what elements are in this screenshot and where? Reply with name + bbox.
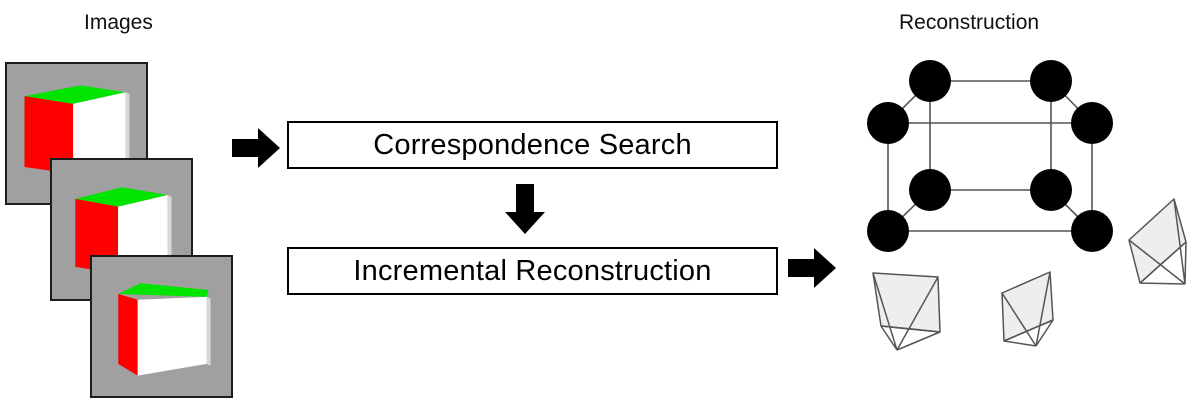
camera-frustum-left <box>872 272 941 351</box>
cube-top-face <box>118 283 209 297</box>
point-front-bottom-left <box>909 169 951 211</box>
cube-wireframe-edges <box>887 80 1093 232</box>
reconstruction-scene <box>840 45 1200 406</box>
cube-left-face <box>118 293 138 376</box>
point-back-bottom-right <box>1071 210 1113 252</box>
camera-frustum-mid <box>1001 271 1054 347</box>
image-frame-3[interactable] <box>90 255 233 398</box>
cube-edge-shade <box>206 296 211 366</box>
cube-edge-shade <box>167 194 172 267</box>
images-section-title: Images <box>84 11 153 34</box>
cube-edge-shade <box>125 92 130 166</box>
correspondence-search-label: Correspondence Search <box>373 128 692 161</box>
arrow-incremental-to-reconstruction <box>788 248 836 288</box>
point-back-bottom-left <box>867 210 909 252</box>
cube-render-2 <box>75 187 172 274</box>
point-front-bottom-right <box>1030 169 1072 211</box>
camera-frustum-right <box>1128 198 1187 285</box>
cube-render-1 <box>24 85 130 174</box>
incremental-reconstruction-box[interactable]: Incremental Reconstruction <box>287 247 778 295</box>
cube-render-3 <box>118 283 211 376</box>
cube-right-face <box>137 296 207 376</box>
cube-right-face <box>73 92 126 174</box>
point-front-top-left <box>909 60 951 102</box>
incremental-reconstruction-label: Incremental Reconstruction <box>353 254 712 287</box>
cube-wireframe-points <box>867 60 1113 252</box>
point-front-top-right <box>1030 60 1072 102</box>
correspondence-search-box[interactable]: Correspondence Search <box>287 121 778 169</box>
arrow-images-to-correspondence <box>232 128 280 168</box>
cube-right-face <box>118 194 168 274</box>
cube-left-face <box>24 96 74 174</box>
point-back-top-right <box>1071 102 1113 144</box>
arrow-correspondence-to-incremental <box>505 184 545 234</box>
cube-top-face <box>24 85 126 104</box>
point-back-top-left <box>867 102 909 144</box>
cube-top-face <box>75 187 168 207</box>
reconstruction-section-title: Reconstruction <box>899 11 1040 34</box>
